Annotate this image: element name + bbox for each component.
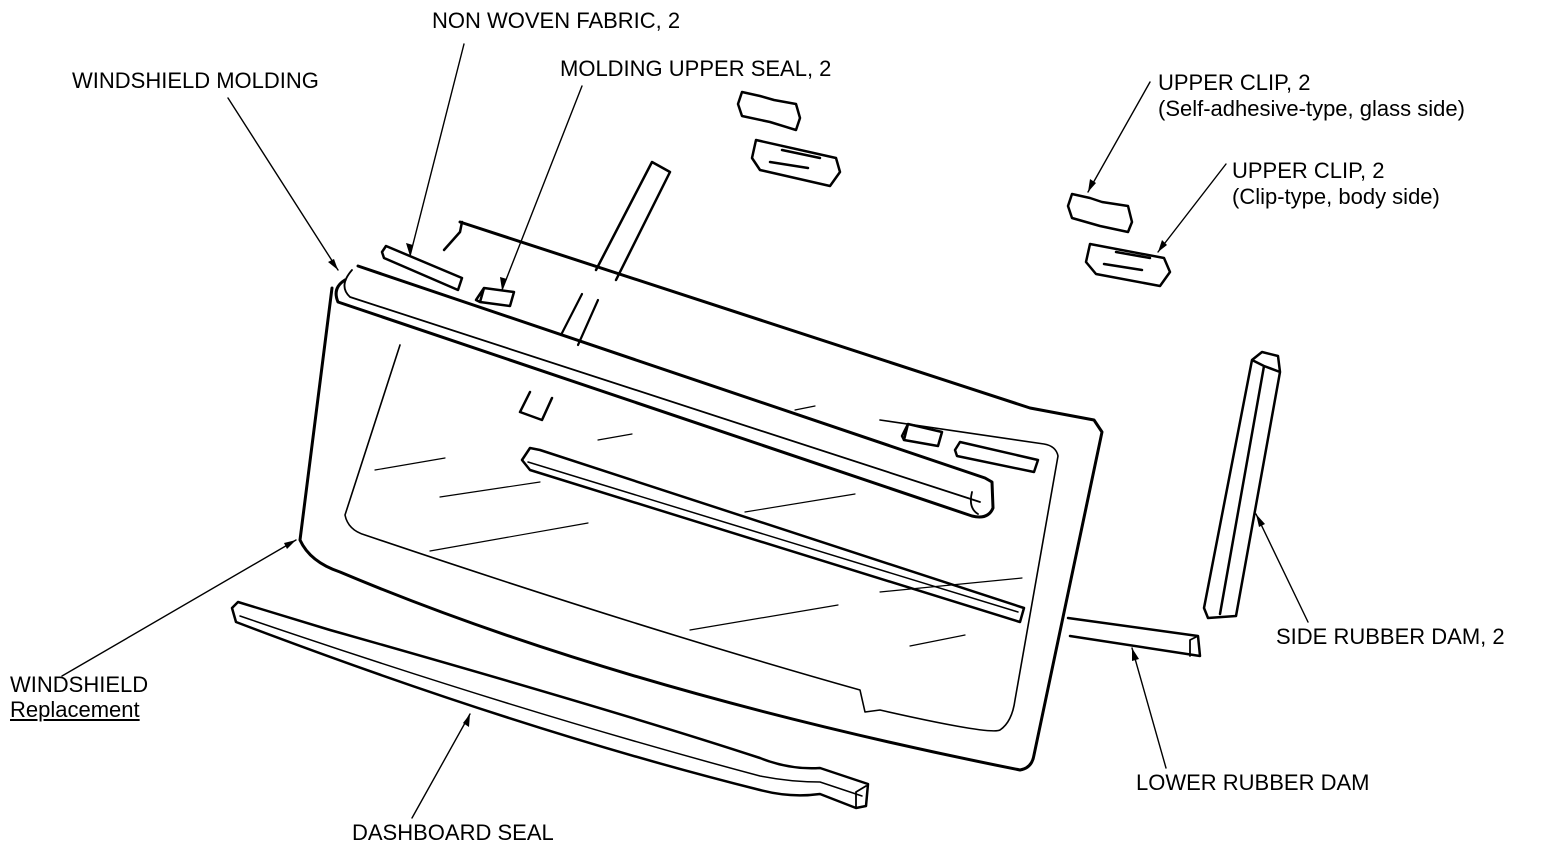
windshield-glass <box>298 220 1104 772</box>
label-molding-upper-seal: MOLDING UPPER SEAL, 2 <box>560 56 832 81</box>
dashboard-seal-part <box>230 600 870 810</box>
leader-side-rubber-dam <box>1255 513 1309 623</box>
molding-upper-seal-part <box>474 286 944 448</box>
side-rubber-dam-part <box>1202 350 1282 620</box>
non-woven-fabric-part <box>380 244 1040 474</box>
replacement-link[interactable]: Replacement <box>10 697 140 722</box>
leader-windshield <box>61 539 297 677</box>
label-windshield-molding: WINDSHIELD MOLDING <box>72 68 319 93</box>
lower-seal-strip <box>520 446 1026 624</box>
label-upper-clip-glass-subtitle: (Self-adhesive-type, glass side) <box>1158 96 1465 121</box>
leader-upper-clip-body <box>1157 163 1227 253</box>
leader-molding-upper-seal <box>501 85 583 291</box>
leader-dashboard-seal <box>411 713 471 819</box>
pillar-rod <box>518 160 672 422</box>
label-upper-clip-glass-title: UPPER CLIP, 2 <box>1158 70 1311 95</box>
label-upper-clip-body-title: UPPER CLIP, 2 <box>1232 158 1385 183</box>
label-non-woven-fabric: NON WOVEN FABRIC, 2 <box>432 8 681 33</box>
windshield-molding-part <box>334 264 995 519</box>
upper-clip-body-part <box>750 138 1172 288</box>
label-windshield: WINDSHIELD <box>10 672 149 697</box>
label-upper-clip-body-subtitle: (Clip-type, body side) <box>1232 184 1440 209</box>
leader-arrowheads <box>284 179 1265 727</box>
leader-lines <box>61 43 1309 819</box>
leader-non-woven-fabric <box>409 43 465 257</box>
label-lower-rubber-dam: LOWER RUBBER DAM <box>1136 770 1370 795</box>
leader-upper-clip-glass <box>1087 81 1151 193</box>
upper-clip-glass-part <box>736 90 1134 234</box>
label-side-rubber-dam: SIDE RUBBER DAM, 2 <box>1276 624 1505 649</box>
leader-windshield-molding <box>227 97 339 271</box>
leader-lower-rubber-dam <box>1131 647 1167 769</box>
lower-rubber-dam-part <box>1066 616 1202 658</box>
label-dashboard-seal: DASHBOARD SEAL <box>352 820 554 845</box>
